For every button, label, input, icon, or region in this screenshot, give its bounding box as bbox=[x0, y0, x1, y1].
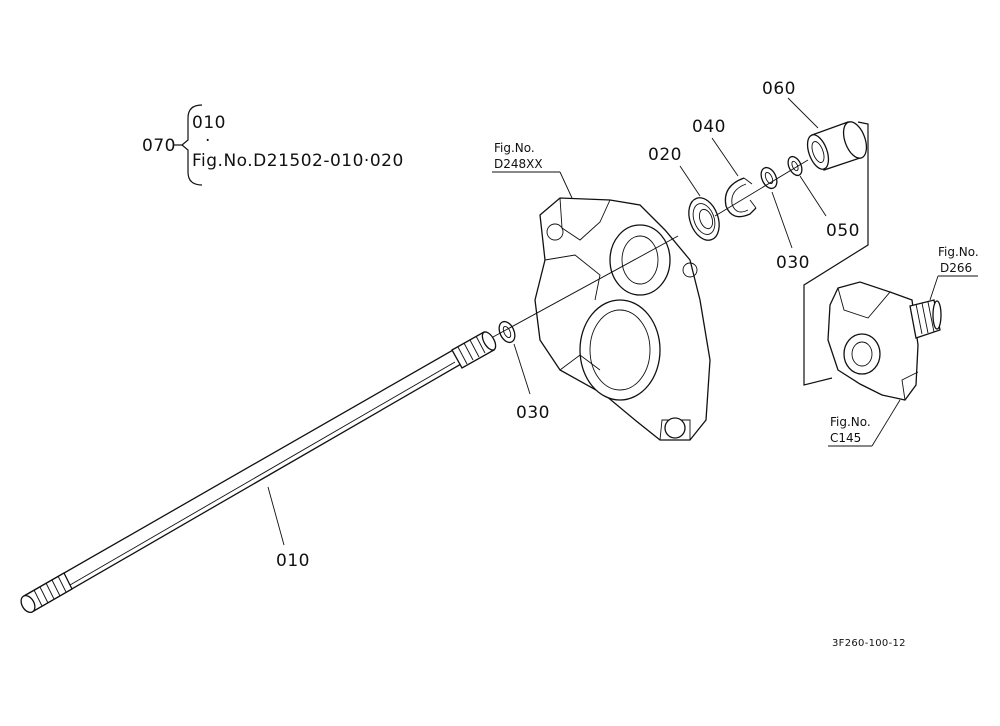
drawing-code: 3F260-100-12 bbox=[832, 638, 906, 649]
housing bbox=[534, 197, 711, 441]
housing-ref-label: Fig.No. bbox=[494, 141, 535, 155]
snap-ring-050 bbox=[787, 155, 803, 177]
assembly-bracket bbox=[803, 121, 869, 386]
internal-circlip bbox=[724, 177, 757, 218]
legend-dot: · bbox=[205, 131, 211, 151]
snap-ring-upper bbox=[760, 166, 778, 190]
housing-ref-number: D248XX bbox=[494, 157, 543, 171]
collar bbox=[806, 121, 868, 171]
legend-parent-label: 070 bbox=[142, 136, 176, 156]
callout-060: 060 bbox=[762, 79, 796, 99]
main-shaft bbox=[20, 331, 497, 614]
shaft-ref-number: D266 bbox=[940, 261, 972, 275]
callout-020: 020 bbox=[648, 145, 682, 165]
leader-lines bbox=[267, 97, 978, 546]
legend-bracket bbox=[174, 104, 203, 186]
bearing bbox=[688, 197, 720, 241]
pump-ref-label: Fig.No. bbox=[830, 415, 871, 429]
callout-030-lower: 030 bbox=[516, 403, 550, 423]
callout-030-upper: 030 bbox=[776, 253, 810, 273]
pump-unit bbox=[827, 281, 942, 401]
callout-010: 010 bbox=[276, 551, 310, 571]
shaft-ref-label: Fig.No. bbox=[938, 245, 979, 259]
snap-ring-lower bbox=[498, 320, 516, 344]
pump-ref-number: C145 bbox=[830, 431, 861, 445]
assembly-axis bbox=[492, 159, 809, 338]
legend-line-1: 010 bbox=[192, 113, 226, 133]
legend-line-2: Fig.No.D21502-010·020 bbox=[192, 151, 404, 171]
callout-040: 040 bbox=[692, 117, 726, 137]
callout-050: 050 bbox=[826, 221, 860, 241]
